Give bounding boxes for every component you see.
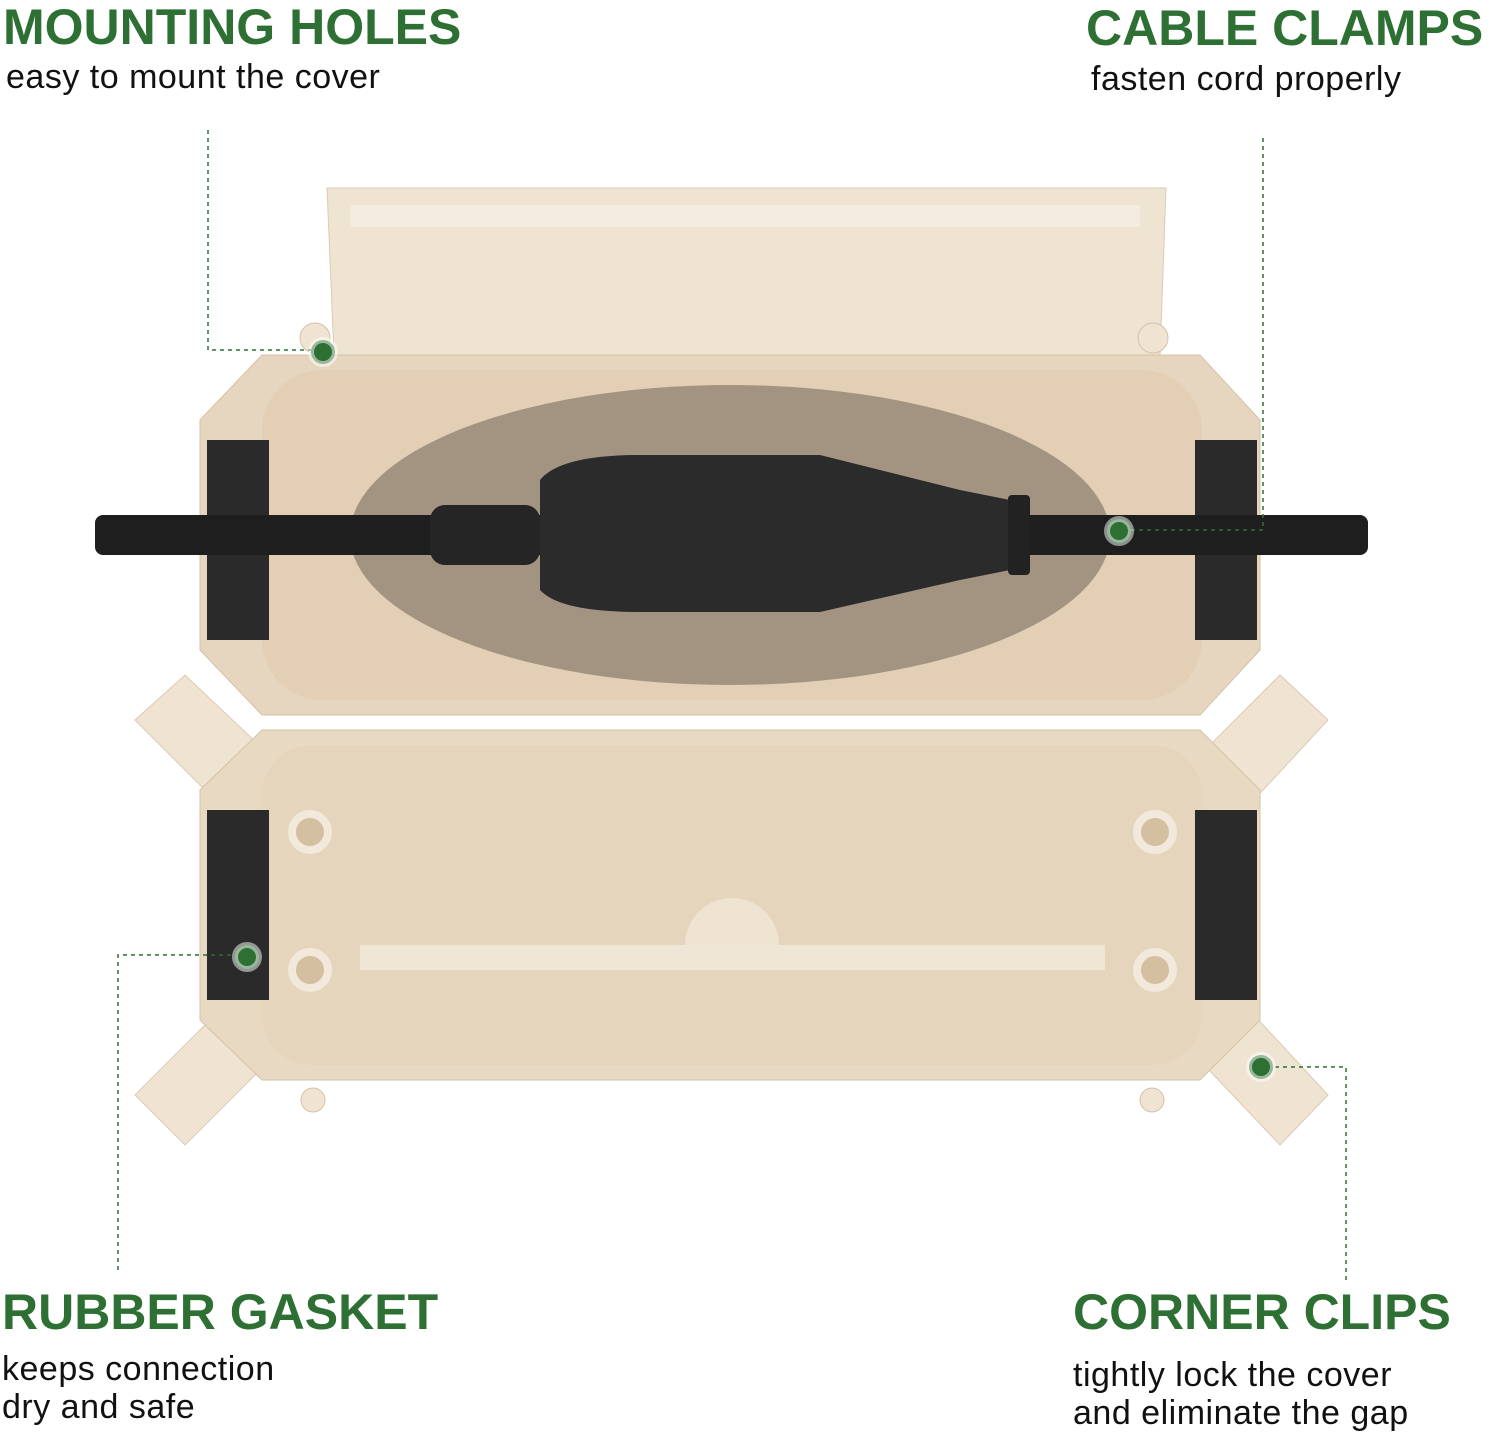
rubber-gasket-marker bbox=[232, 942, 262, 972]
corner-clips-leader bbox=[1261, 1066, 1347, 1280]
cable-clamps-desc: fasten cord properly bbox=[1091, 60, 1402, 98]
cable-clamps-title: CABLE CLAMPS bbox=[1086, 0, 1484, 56]
rubber-gasket-desc: keeps connection dry and safe bbox=[2, 1350, 275, 1427]
cable-clamps-leader bbox=[1120, 138, 1264, 531]
mounting-holes-desc: easy to mount the cover bbox=[6, 58, 381, 96]
mounting-holes-title: MOUNTING HOLES bbox=[3, 0, 462, 55]
corner-clips-desc: tightly lock the cover and eliminate the… bbox=[1073, 1356, 1409, 1433]
mounting-holes-leader bbox=[207, 130, 322, 351]
corner-clips-marker bbox=[1246, 1052, 1276, 1082]
cable-clamps-marker bbox=[1104, 516, 1134, 546]
rubber-gasket-leader bbox=[117, 954, 247, 1270]
extension-cord bbox=[95, 455, 1368, 612]
corner-clips-title: CORNER CLIPS bbox=[1073, 1284, 1451, 1340]
rubber-gasket-title: RUBBER GASKET bbox=[2, 1284, 439, 1340]
mounting-holes-marker bbox=[308, 337, 338, 367]
